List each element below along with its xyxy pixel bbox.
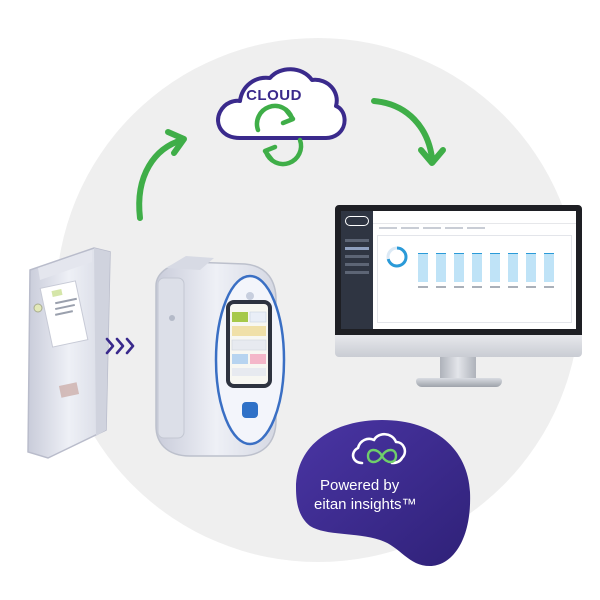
dashboard-bar-label xyxy=(454,286,464,288)
dashboard-bar xyxy=(436,253,446,282)
dashboard-nav-item xyxy=(345,263,369,266)
dashboard-bar xyxy=(472,253,482,282)
arrow-down-icon xyxy=(371,98,435,161)
powered-by-line1: Powered by xyxy=(320,477,400,494)
powered-by-text: Powered by eitan insights™ xyxy=(300,476,500,514)
dashboard-nav-item-active xyxy=(345,247,369,250)
dashboard-logo-icon xyxy=(345,216,369,226)
chevron-right-icon xyxy=(105,337,135,355)
powered-by-line2: eitan insights™ xyxy=(314,496,417,513)
monitor-icon xyxy=(335,205,582,335)
dashboard-bar-label xyxy=(418,286,428,288)
dashboard-bar-label xyxy=(508,286,518,288)
dashboard-chart-card xyxy=(377,235,572,323)
dashboard-bar xyxy=(490,253,500,282)
dashboard-bar-label xyxy=(436,286,446,288)
dashboard-nav-item xyxy=(345,239,369,242)
dashboard-donut-chart xyxy=(386,246,408,268)
cloud-icon xyxy=(216,67,347,140)
infusion-pump-icon xyxy=(155,256,286,457)
infinity-icon xyxy=(351,432,407,465)
dashboard-bar xyxy=(454,253,464,282)
dashboard-bar-label xyxy=(526,286,536,288)
dashboard-bar-label xyxy=(472,286,482,288)
monitor-chin xyxy=(335,335,582,357)
powered-by-badge xyxy=(296,420,471,566)
dashboard-bar-label xyxy=(544,286,554,288)
dashboard-topbar xyxy=(373,211,576,224)
dashboard-nav-item xyxy=(345,255,369,258)
battery-module-icon xyxy=(27,247,111,459)
arrow-up-icon xyxy=(136,137,185,221)
dashboard-bar xyxy=(526,253,536,282)
dashboard-bar xyxy=(418,253,428,282)
monitor-stand-neck xyxy=(440,357,476,379)
dashboard-bar xyxy=(508,253,518,282)
cloud-label: CLOUD xyxy=(246,87,302,104)
dashboard-nav-item xyxy=(345,271,369,274)
dashboard-bar-label xyxy=(490,286,500,288)
dashboard-sidebar xyxy=(341,211,373,329)
sync-arrows-icon xyxy=(254,103,304,167)
monitor-stand-base xyxy=(416,378,502,387)
dashboard-bar xyxy=(544,253,554,282)
